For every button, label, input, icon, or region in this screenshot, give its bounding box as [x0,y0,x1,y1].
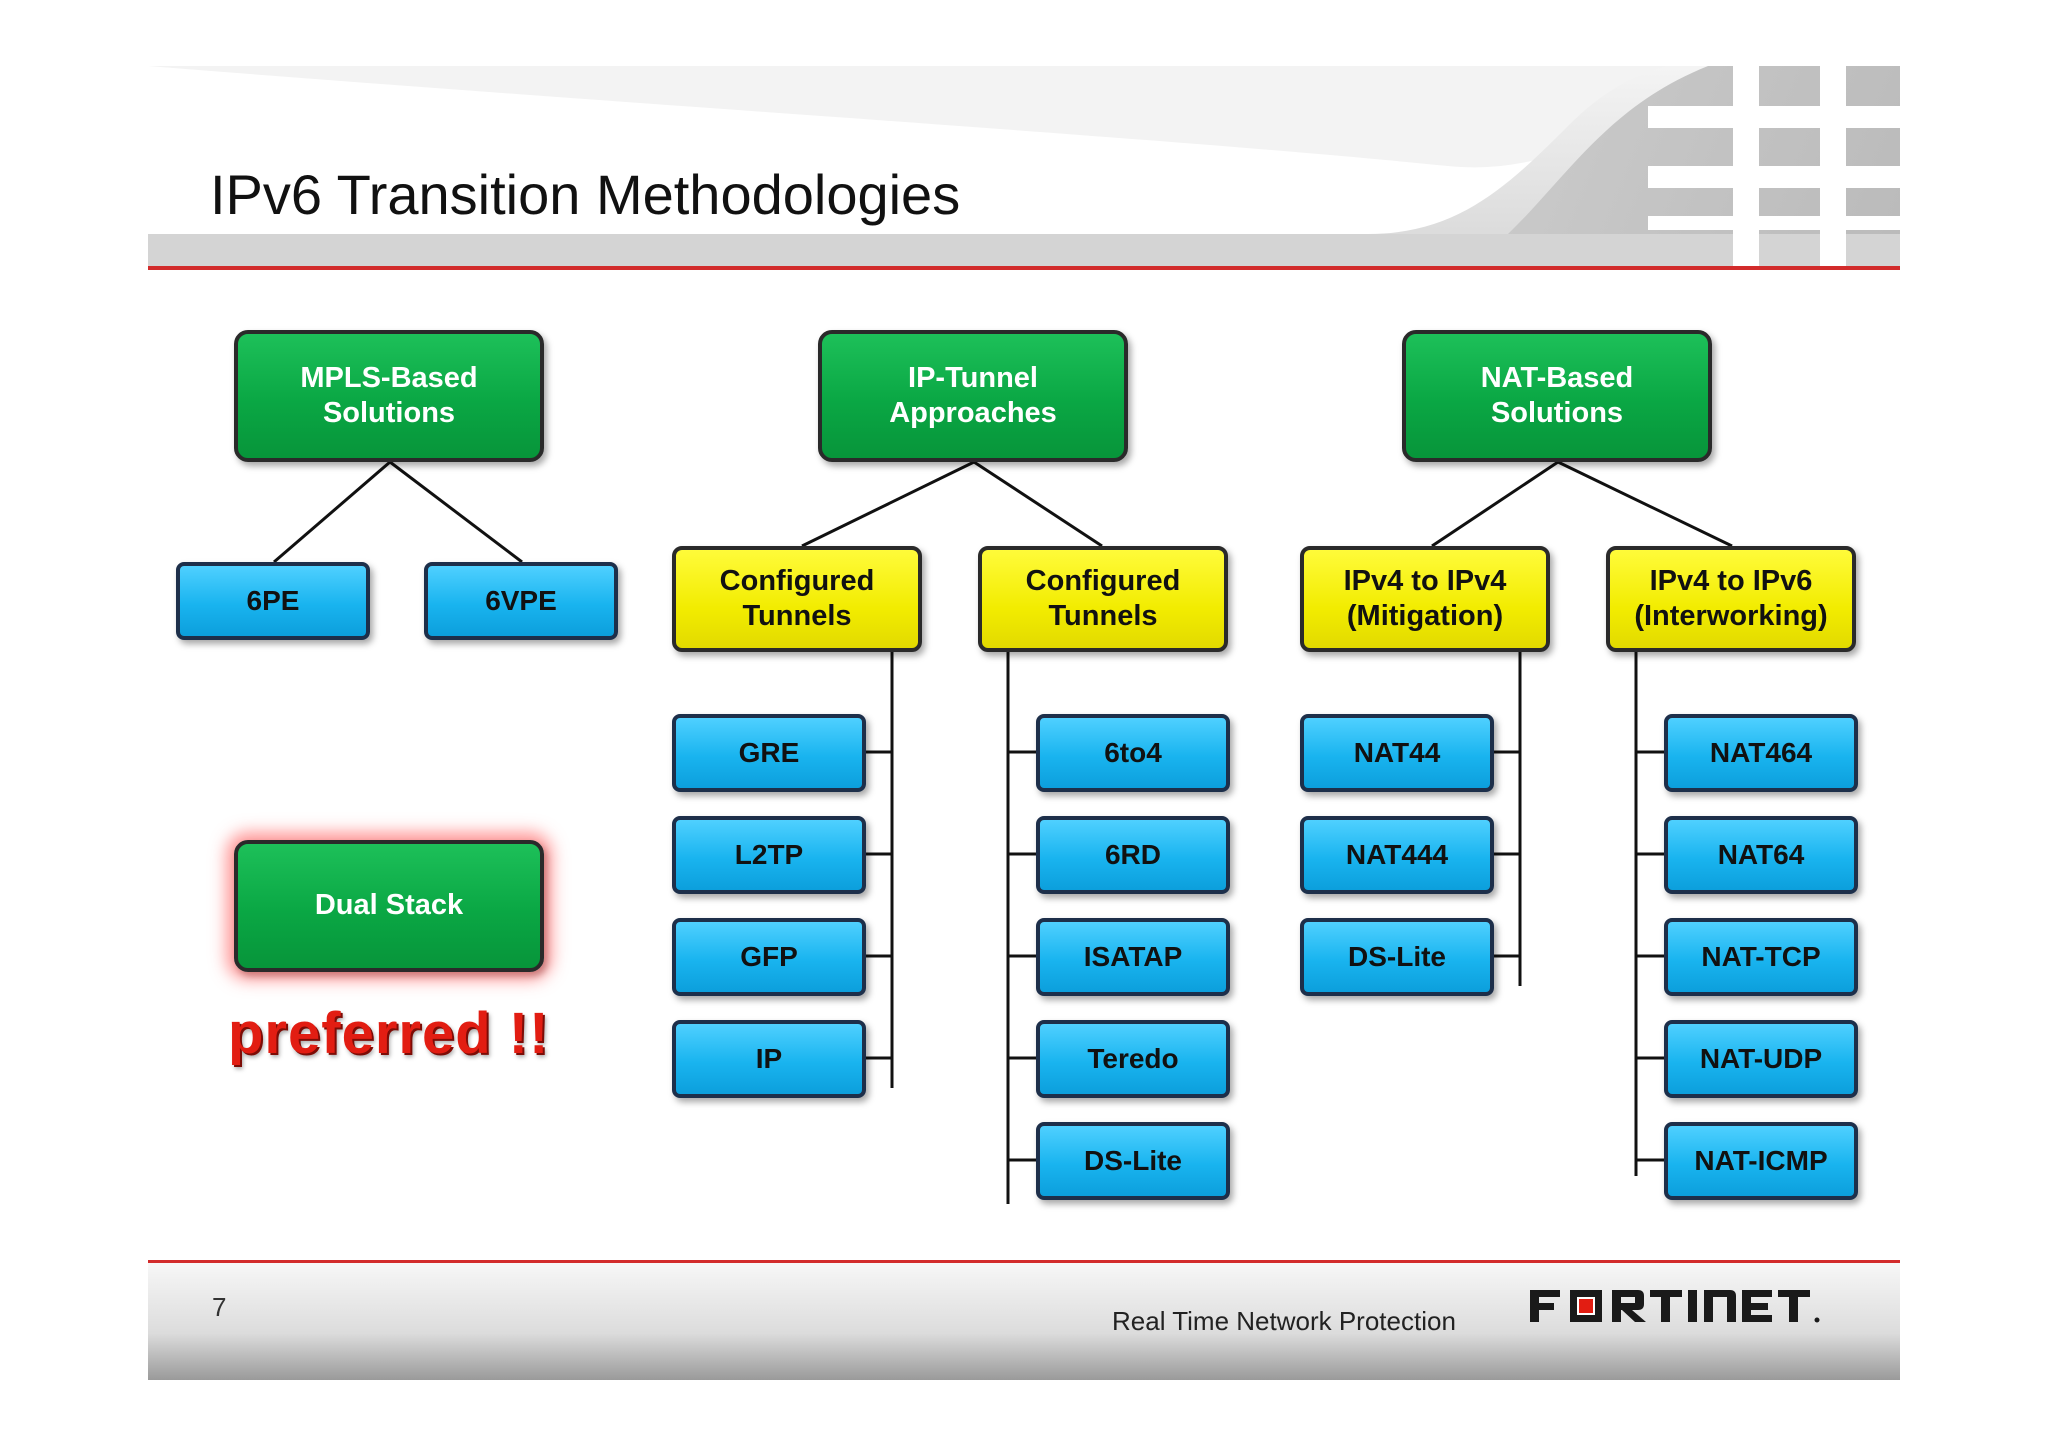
node-nat-tcp-label: NAT-TCP [1701,940,1821,972]
configured-tunnels-box-1[interactable]: Configured Tunnels [672,546,922,652]
header-accent-line [148,266,1900,270]
mpls-based-solutions-label: MPLS-Based Solutions [300,361,478,429]
node-nat44[interactable]: NAT44 [1300,714,1494,792]
mpls-based-solutions-box[interactable]: MPLS-Based Solutions [234,330,544,462]
node-nat-tcp[interactable]: NAT-TCP [1664,918,1858,996]
node-6to4-label: 6to4 [1104,736,1162,768]
node-nat44-label: NAT44 [1353,736,1441,768]
node-6vpe-label: 6VPE [485,584,557,616]
node-6pe[interactable]: 6PE [176,562,370,640]
node-nat-udp[interactable]: NAT-UDP [1664,1020,1858,1098]
node-l2tp[interactable]: L2TP [672,816,866,894]
nat-based-solutions-box[interactable]: NAT-Based Solutions [1402,330,1712,462]
node-gre[interactable]: GRE [672,714,866,792]
node-6pe-label: 6PE [246,584,300,616]
footer-accent-line [148,1260,1900,1263]
node-nat64[interactable]: NAT64 [1664,816,1858,894]
node-6rd-label: 6RD [1104,838,1161,870]
connector-lines [273,460,1733,1204]
node-teredo[interactable]: Teredo [1036,1020,1230,1098]
node-gfp[interactable]: GFP [672,918,866,996]
page-title: IPv6 Transition Methodologies [210,163,961,226]
preferred-annotation: preferred !! [228,1001,550,1066]
node-l2tp-label: L2TP [734,838,804,870]
configured-tunnels-label-1: Configured Tunnels [719,564,875,632]
footer-tagline: Real Time Network Protection [1112,1306,1456,1336]
page-number: 7 [212,1292,227,1322]
ip-tunnel-approaches-label: IP-Tunnel Approaches [889,361,1057,429]
node-6to4[interactable]: 6to4 [1036,714,1230,792]
node-nat464[interactable]: NAT464 [1664,714,1858,792]
node-nat-icmp-label: NAT-ICMP [1694,1144,1828,1176]
node-nat464-label: NAT464 [1709,736,1813,768]
node-nat444[interactable]: NAT444 [1300,816,1494,894]
ipv4-to-ipv6-interworking-box[interactable]: IPv4 to IPv6 (Interworking) [1606,546,1856,652]
node-ds-lite-tunnel-label: DS-Lite [1084,1144,1182,1176]
ipv4-to-ipv4-mitigation-box[interactable]: IPv4 to IPv4 (Mitigation) [1300,546,1550,652]
footer-bar [148,1260,1900,1380]
node-nat444-label: NAT444 [1345,838,1449,870]
node-teredo-label: Teredo [1087,1042,1179,1074]
node-nat-icmp[interactable]: NAT-ICMP [1664,1122,1858,1200]
node-nat-udp-label: NAT-UDP [1699,1042,1823,1074]
slide: IPv6 Transition Methodologies [148,66,1900,1380]
dual-stack-label: Dual Stack [314,889,464,922]
node-6rd[interactable]: 6RD [1036,816,1230,894]
node-ds-lite-nat-label: DS-Lite [1348,940,1446,972]
node-ip[interactable]: IP [672,1020,866,1098]
nat-based-solutions-label: NAT-Based Solutions [1480,361,1634,429]
configured-tunnels-label-2: Configured Tunnels [1025,564,1181,632]
dual-stack-box[interactable]: Dual Stack [234,840,544,972]
node-ds-lite-tunnel[interactable]: DS-Lite [1036,1122,1230,1200]
ipv4-to-ipv6-label: IPv4 to IPv6 (Interworking) [1634,564,1828,632]
node-isatap[interactable]: ISATAP [1036,918,1230,996]
ipv4-to-ipv4-label: IPv4 to IPv4 (Mitigation) [1343,564,1507,632]
node-isatap-label: ISATAP [1083,940,1183,972]
node-nat64-label: NAT64 [1717,838,1805,870]
node-6vpe[interactable]: 6VPE [424,562,618,640]
header-banner [148,66,1900,270]
fortinet-grid-graphic [1648,66,1900,266]
ip-tunnel-approaches-box[interactable]: IP-Tunnel Approaches [818,330,1128,462]
node-gre-label: GRE [738,736,800,768]
node-ip-label: IP [755,1042,783,1074]
configured-tunnels-box-2[interactable]: Configured Tunnels [978,546,1228,652]
fortinet-logo [1530,1290,1820,1323]
node-ds-lite-nat[interactable]: DS-Lite [1300,918,1494,996]
node-gfp-label: GFP [740,940,798,972]
